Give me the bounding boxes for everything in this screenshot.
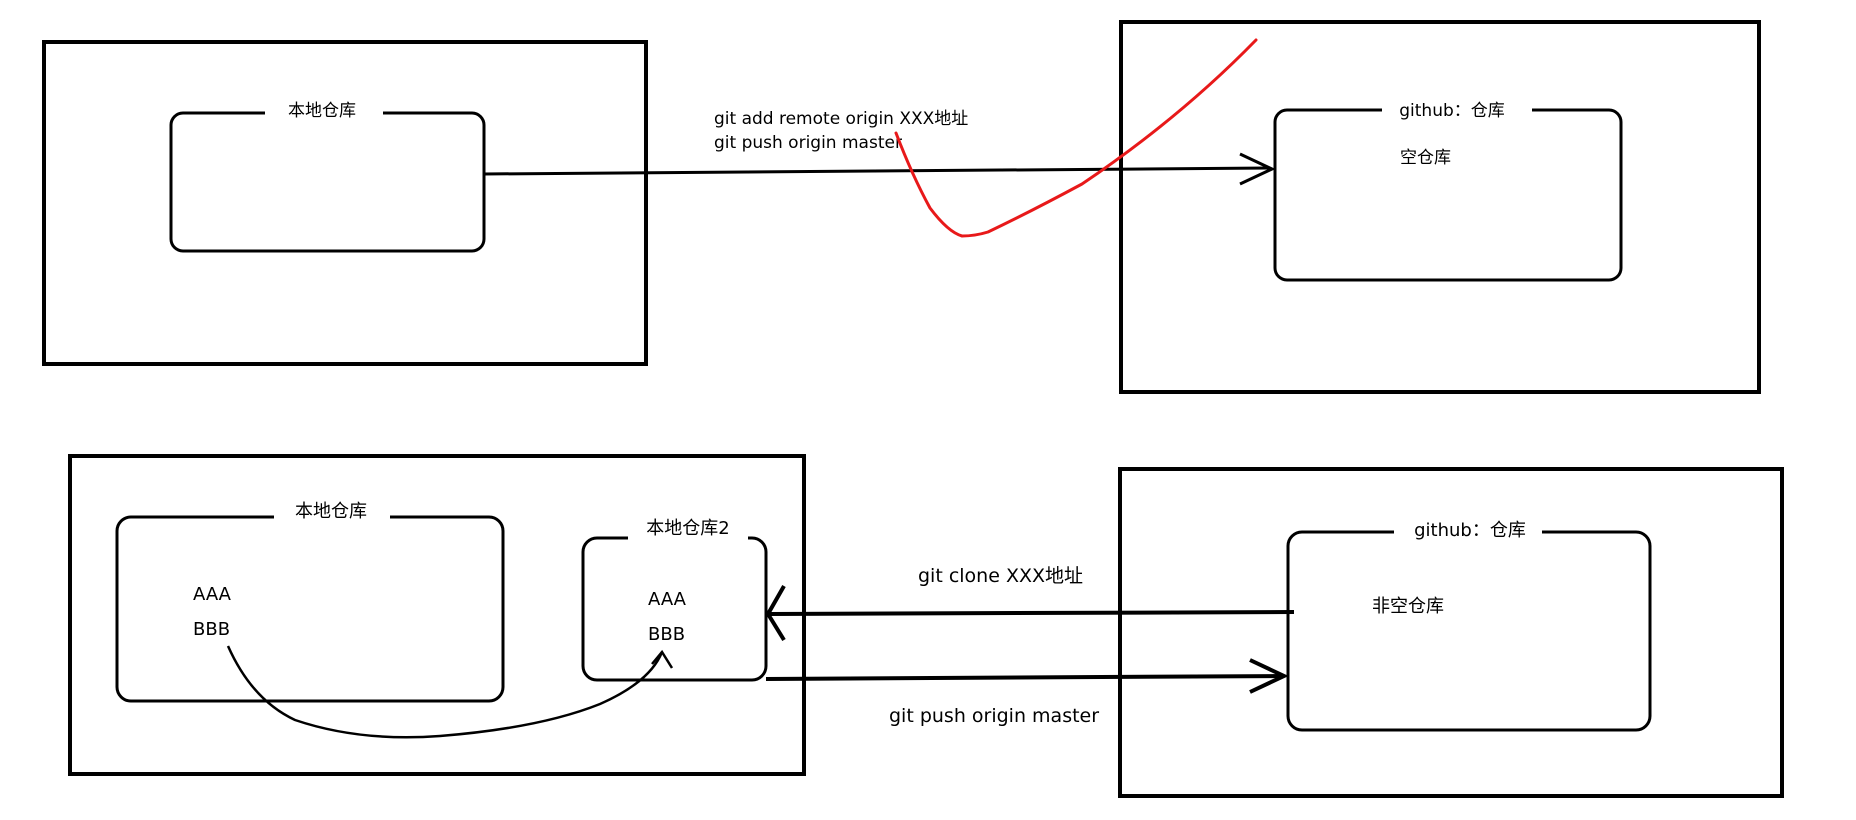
top-command-line-1: git add remote origin XXX地址 [714,109,968,129]
bottom-github-repo-label: github：仓库 [1414,520,1526,541]
top-command-line-2: git push origin master [714,133,902,153]
top-local-repo-label: 本地仓库 [288,101,356,121]
bottom-local-repo-label: 本地仓库 [295,501,367,522]
top-local-repo-label-gap [265,98,383,120]
top-github-repo-label: github：仓库 [1399,101,1505,121]
top-github-repo-label-gap [1382,96,1532,120]
bottom-local-repo-item: AAA [193,584,232,605]
bottom-local-repo-label-gap [274,503,390,527]
red-annotation-stroke [894,38,1258,238]
top-github-repo-state: 空仓库 [1400,148,1451,168]
bottom-local-repo-item: BBB [193,619,230,640]
bottom-local-repo2-item: BBB [648,624,685,645]
top-github-frame [1119,20,1761,394]
bottom-local-repo2-item: AAA [648,589,687,610]
bottom-local-repo2-label-gap [628,522,748,546]
top-local-repo-box [169,111,486,253]
clone-arrow-line [769,610,1295,616]
bottom-github-frame [1118,467,1784,798]
top-push-arrowhead [1239,152,1276,186]
bottom-local-repo-box [115,515,505,703]
bottom-local-repo2-label: 本地仓库2 [646,518,729,539]
clone-command-label: git clone XXX地址 [918,565,1083,587]
copy-curve-arrow [226,645,664,739]
bottom-github-repo-label-gap [1394,518,1542,542]
push-arrowhead [1249,658,1289,694]
top-github-repo-box [1273,108,1623,282]
top-push-arrow-line [483,166,1271,176]
push-arrow-line [765,674,1283,681]
top-local-frame [42,40,648,366]
copy-curve-arrowhead [651,649,674,669]
bottom-local-frame [68,454,806,776]
bottom-github-repo-state: 非空仓库 [1372,596,1444,617]
bottom-github-repo-box [1286,530,1652,732]
clone-arrowhead [765,585,786,642]
push-command-label: git push origin master [889,705,1099,727]
